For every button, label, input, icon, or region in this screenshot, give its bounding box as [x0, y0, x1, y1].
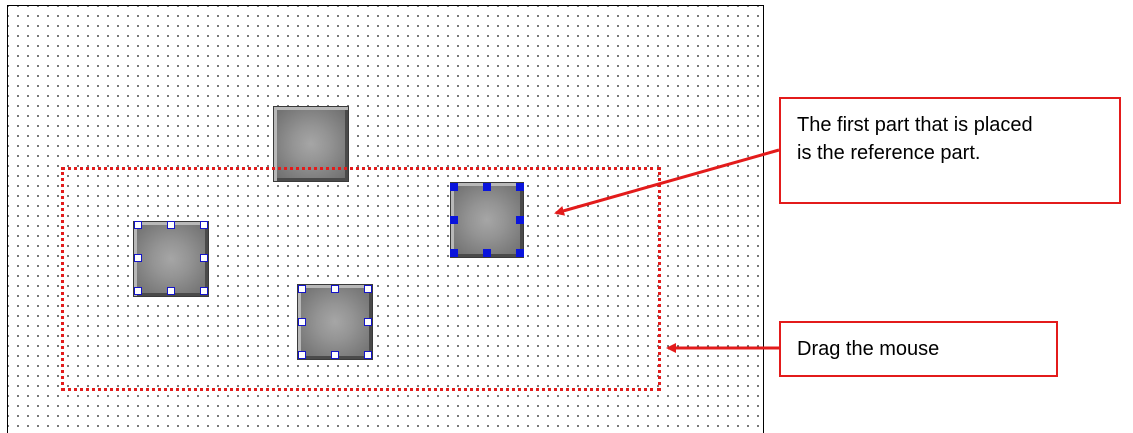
reference-part[interactable]	[450, 182, 524, 258]
selection-handle[interactable]	[200, 287, 208, 295]
selection-handle[interactable]	[167, 287, 175, 295]
selection-handle[interactable]	[516, 249, 524, 257]
selection-handle[interactable]	[331, 351, 339, 359]
selection-handle[interactable]	[298, 285, 306, 293]
selection-handle[interactable]	[364, 351, 372, 359]
selection-handle[interactable]	[298, 318, 306, 326]
selection-handle[interactable]	[200, 254, 208, 262]
drag-selection-rectangle	[61, 167, 661, 391]
selected-part-bottom[interactable]	[297, 284, 373, 360]
reference-part-callout-line2: is the reference part.	[797, 142, 981, 164]
reference-part-arrow	[554, 148, 780, 216]
selection-handle[interactable]	[483, 183, 491, 191]
selected-part-left[interactable]	[133, 221, 209, 297]
selection-handle[interactable]	[483, 249, 491, 257]
selection-handle[interactable]	[200, 221, 208, 229]
selection-handle[interactable]	[364, 318, 372, 326]
selection-handle[interactable]	[298, 351, 306, 359]
selection-handle[interactable]	[450, 183, 458, 191]
selection-handle[interactable]	[450, 216, 458, 224]
selection-handle[interactable]	[364, 285, 372, 293]
selection-handle[interactable]	[331, 285, 339, 293]
selection-handle[interactable]	[134, 254, 142, 262]
selection-handle[interactable]	[516, 183, 524, 191]
selection-handle[interactable]	[134, 221, 142, 229]
selection-handle[interactable]	[134, 287, 142, 295]
drag-mouse-callout: Drag the mouse	[779, 321, 1058, 377]
reference-part-callout-line1: The first part that is placed	[797, 114, 1033, 136]
selection-handle[interactable]	[167, 221, 175, 229]
selection-handle[interactable]	[516, 216, 524, 224]
editor-canvas[interactable]	[7, 5, 764, 433]
selection-handle[interactable]	[450, 249, 458, 257]
reference-part-callout: The first part that is placed is the ref…	[779, 97, 1121, 204]
drag-mouse-callout-label: Drag the mouse	[797, 338, 940, 360]
